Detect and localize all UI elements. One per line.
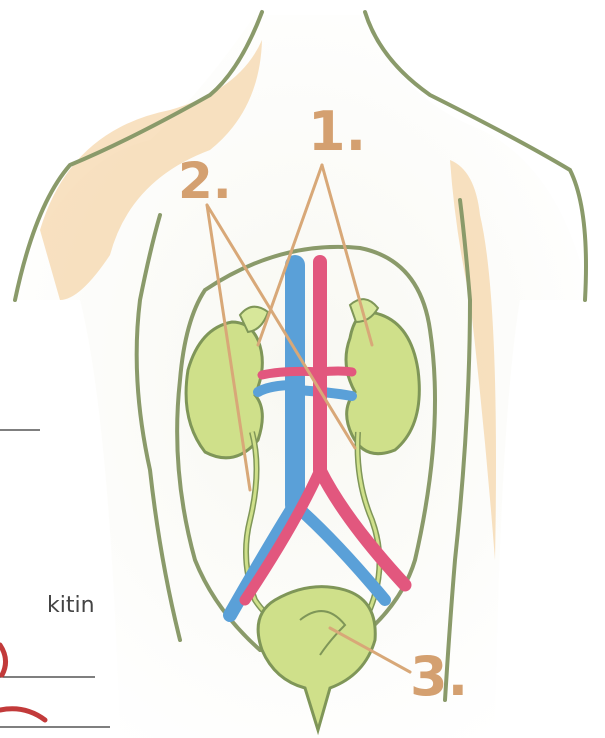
red-mark-2	[0, 709, 45, 720]
partial-answer-text: kitin	[47, 593, 95, 618]
red-mark-1	[0, 645, 6, 675]
answer-lines	[0, 430, 110, 727]
label-3: 3.	[410, 645, 468, 708]
label-1: 1.	[308, 100, 366, 163]
red-handwriting-marks	[0, 645, 45, 720]
label-2: 2.	[178, 152, 232, 210]
